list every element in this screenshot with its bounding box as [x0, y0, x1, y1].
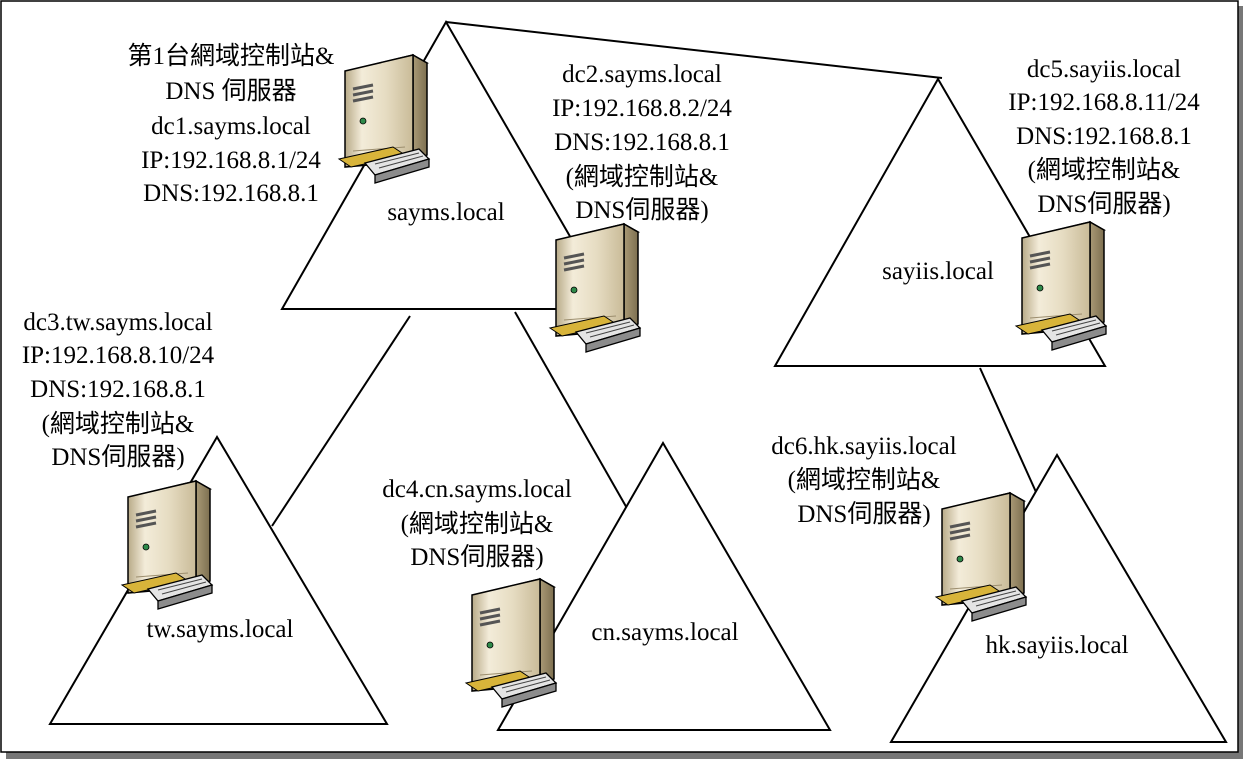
info-line: dc3.tw.sayms.local [23, 309, 212, 336]
info-line: (網域控制站& [566, 163, 719, 191]
server-info-dc3: dc3.tw.sayms.local IP:192.168.8.10/24 DN… [22, 309, 215, 471]
domain-label-sayms: sayms.local [387, 199, 504, 226]
info-line: (網域控制站& [788, 466, 941, 494]
info-line: DNS伺服器) [797, 500, 930, 528]
info-line: dc2.sayms.local [562, 61, 722, 88]
info-line: (網域控制站& [1028, 156, 1181, 184]
info-line: DNS:192.168.8.1 [30, 376, 206, 403]
server-icon-dc6 [934, 491, 1028, 623]
info-line: DNS伺服器) [575, 196, 708, 224]
server-icon-dc4 [464, 577, 558, 709]
info-line: IP:192.168.8.11/24 [1008, 89, 1200, 116]
domain-label-cn: cn.sayms.local [591, 619, 738, 646]
info-line: IP:192.168.8.10/24 [22, 342, 215, 369]
info-line: DNS伺服器) [51, 443, 184, 471]
info-line: (網域控制站& [42, 410, 195, 438]
domain-triangle-cn [496, 441, 832, 731]
info-line: dc1.sayms.local [151, 113, 311, 140]
info-line: (網域控制站& [401, 510, 554, 538]
trust-line-sayms-tw [271, 315, 411, 527]
domain-label-tw: tw.sayms.local [147, 616, 294, 643]
server-icon-dc1 [337, 53, 431, 185]
trust-line-sayms-sayiis [445, 21, 943, 79]
info-line: DNS:192.168.8.1 [554, 129, 730, 156]
server-icon-dc3 [120, 479, 214, 611]
info-line: dc6.hk.sayiis.local [771, 433, 956, 460]
info-line: DNS伺服器) [410, 543, 543, 571]
domain-label-sayiis: sayiis.local [882, 258, 994, 285]
info-line: DNS:192.168.8.1 [143, 180, 319, 207]
info-line: dc4.cn.sayms.local [382, 476, 572, 503]
info-line: DNS 伺服器 [165, 77, 296, 105]
info-line: dc5.sayiis.local [1027, 56, 1181, 83]
server-info-dc6: dc6.hk.sayiis.local (網域控制站& DNS伺服器) [771, 433, 956, 528]
server-icon-dc2 [548, 222, 642, 354]
trust-line-sayiis-hk [979, 367, 1037, 493]
info-line: IP:192.168.8.2/24 [552, 95, 732, 122]
server-info-dc4: dc4.cn.sayms.local (網域控制站& DNS伺服器) [382, 476, 572, 571]
info-line: DNS伺服器) [1037, 190, 1170, 218]
server-info-dc1: 第1台網域控制站& DNS 伺服器 dc1.sayms.local IP:192… [128, 42, 335, 207]
server-info-dc2: dc2.sayms.local IP:192.168.8.2/24 DNS:19… [552, 61, 732, 224]
domain-label-hk: hk.sayiis.local [985, 632, 1128, 659]
server-info-dc5: dc5.sayiis.local IP:192.168.8.11/24 DNS:… [1008, 56, 1200, 218]
info-line: 第1台網域控制站& [128, 42, 335, 70]
server-icon-dc5 [1014, 220, 1108, 352]
info-line: IP:192.168.8.1/24 [141, 147, 321, 174]
info-line: DNS:192.168.8.1 [1016, 123, 1192, 150]
trust-line-sayms-cn [514, 311, 629, 511]
